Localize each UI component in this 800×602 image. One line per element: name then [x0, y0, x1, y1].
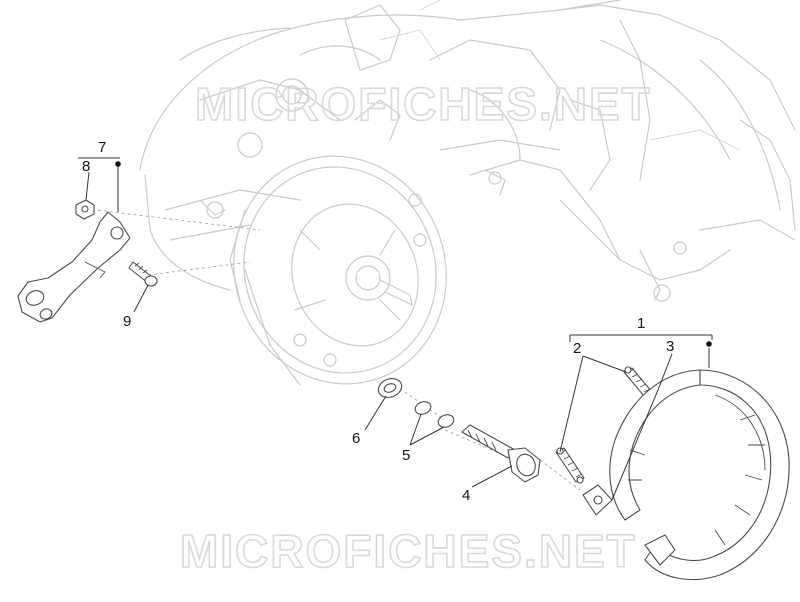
brake-drum-outline: [199, 155, 447, 386]
callout-1: 1: [637, 315, 645, 332]
oil-seal-part-6[interactable]: [376, 375, 405, 400]
watermark-bottom: MICROFICHES.NET: [180, 525, 637, 577]
callout-dot-7: [115, 161, 121, 167]
brake-lever-arm[interactable]: [17, 211, 131, 323]
brake-cam-shaft-part-4[interactable]: [461, 424, 541, 483]
callout-6: 6: [352, 430, 360, 447]
screw-part-9[interactable]: [128, 261, 158, 287]
callout-5: 5: [402, 447, 410, 464]
brake-shoe-part-3[interactable]: [582, 369, 790, 581]
callout-8: 8: [82, 158, 90, 175]
watermark-top: MICROFICHES.NET: [195, 78, 652, 130]
callout-7: 7: [98, 139, 106, 156]
watermark: MICROFICHES.NET MICROFICHES.NET: [179, 77, 652, 578]
o-rings-part-5[interactable]: [413, 400, 455, 430]
return-spring-lower[interactable]: [555, 447, 585, 484]
callout-3: 3: [666, 338, 674, 355]
callout-9: 9: [123, 313, 131, 330]
callout-labels: 7 8 9 6 5 4 1 2 3: [82, 139, 674, 504]
callout-dot-1: [706, 341, 712, 347]
callout-2: 2: [573, 340, 581, 357]
engine-casing-outline: [139, 0, 796, 302]
callout-4: 4: [462, 487, 470, 504]
nut-part-8[interactable]: [75, 199, 95, 220]
leader-lines: [78, 157, 713, 501]
